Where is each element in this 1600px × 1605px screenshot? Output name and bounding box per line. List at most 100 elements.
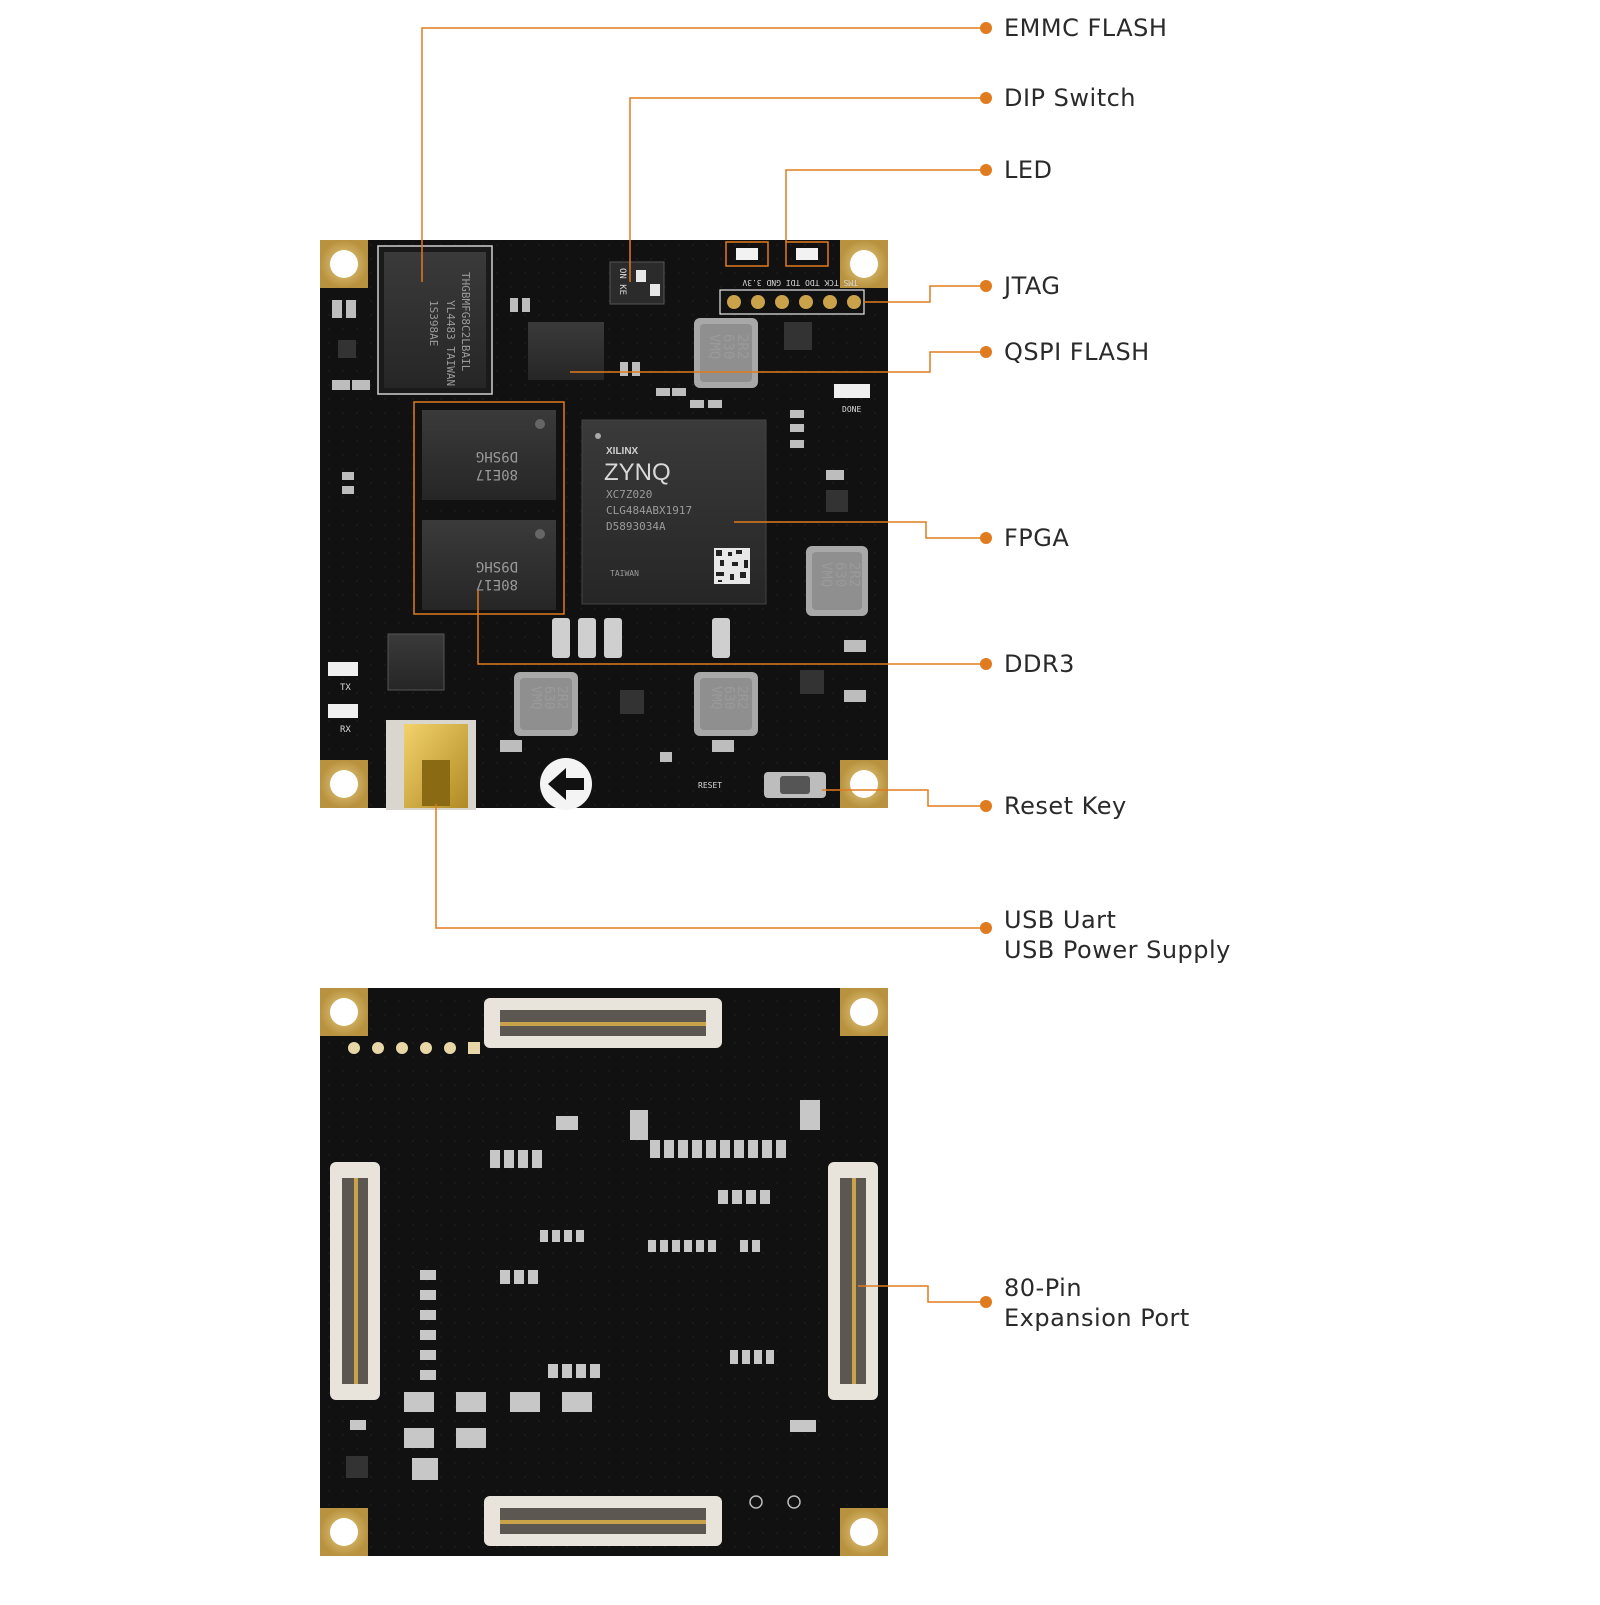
reset-silk: RESET (698, 781, 722, 790)
ind-bl-1: 2R2 (554, 686, 569, 709)
emmc-text-3: 1S398AE (427, 300, 440, 346)
emmc-text-2: YL4483 TAIWAN (444, 300, 457, 386)
expansion-connector-right (828, 1162, 878, 1400)
expansion-connector-left (330, 1162, 380, 1400)
jtag-header: TMS TCK TDO TDI GND 3.3V (719, 278, 865, 315)
label-fpga: FPGA (1004, 524, 1069, 552)
fpga-chip: XILINX ZYNQ XC7Z020 CLG484ABX1917 D58930… (581, 419, 767, 605)
dip-silk: ON KE (617, 268, 627, 295)
ind-bl-3: VMQ (528, 686, 543, 710)
led-pair (725, 241, 829, 267)
callout-dots (980, 22, 992, 1308)
usb-dot (980, 922, 992, 934)
qspi-chip (528, 322, 604, 380)
label-usb-power: USB Power Supply (1004, 936, 1231, 964)
label-reset-key: Reset Key (1004, 792, 1127, 820)
dip-dot (980, 92, 992, 104)
inductor-right: 2R2 630 VMQ (806, 546, 868, 616)
inductor-bottom-right: 2R2 630 VMQ (694, 672, 758, 736)
emmc-dot (980, 22, 992, 34)
usb-line (435, 804, 984, 929)
ind-right-2: 630 (832, 562, 848, 587)
ddr3-chip-2: D9SHG 80E17 (422, 520, 556, 610)
led-line (785, 169, 984, 242)
jtag-silk: TMS TCK TDO TDI GND 3.3V (742, 278, 858, 287)
expansion-connector-top (484, 998, 722, 1048)
ind-top-2: 630 (720, 334, 736, 359)
expansion-dot (980, 1296, 992, 1308)
emmc-text-1: THGBMFG8C2LBAIL (459, 272, 472, 372)
bottom-vias (749, 1495, 801, 1509)
ind-top-1: 2R2 (734, 334, 750, 359)
label-expansion-port: Expansion Port (1004, 1304, 1190, 1332)
fpga-code: D5893034A (606, 520, 666, 533)
jtag-line (864, 285, 984, 303)
qspi-dot (980, 346, 992, 358)
dip-line (629, 97, 984, 282)
fpga-dot (980, 532, 992, 544)
callout-labels: EMMC FLASH DIP Switch LED JTAG QSPI FLAS… (1002, 14, 1231, 1332)
label-ddr3: DDR3 (1004, 650, 1075, 678)
fpga-brand: XILINX (606, 446, 639, 457)
mini-usb-connector (386, 720, 476, 810)
jtag-dot (980, 280, 992, 292)
label-qspi: QSPI FLASH (1004, 338, 1150, 366)
label-dip-switch: DIP Switch (1004, 84, 1136, 112)
label-usb-uart: USB Uart (1004, 906, 1116, 934)
ind-br-3: VMQ (708, 686, 723, 710)
inductor-bottom-left: 2R2 630 VMQ (514, 672, 578, 736)
ind-br-1: 2R2 (734, 686, 749, 709)
top-smd-components (332, 298, 866, 762)
label-jtag: JTAG (1002, 272, 1060, 300)
reset-key: RESET (698, 772, 826, 798)
ind-right-1: 2R2 (846, 562, 862, 587)
dip-switch: ON KE (609, 261, 665, 305)
fpga-package: CLG484ABX1917 (606, 504, 692, 517)
mounting-holes-top (320, 240, 888, 808)
fpga-line (734, 521, 984, 539)
ddr3-line (477, 590, 984, 665)
reset-line (822, 789, 984, 807)
ddr2-text-1: D9SHG (476, 558, 518, 574)
usb-uart-chip (387, 633, 445, 691)
inductor-top: 2R2 630 VMQ (694, 318, 758, 388)
reset-dot (980, 800, 992, 812)
expansion-connector-bottom (484, 1496, 722, 1546)
ddr3-dot (980, 658, 992, 670)
done-led: DONE (834, 384, 870, 414)
tx-silk: TX (340, 683, 351, 693)
fpga-origin: TAIWAN (610, 569, 639, 578)
label-led: LED (1004, 156, 1053, 184)
emmc-chip: THGBMFG8C2LBAIL YL4483 TAIWAN 1S398AE (377, 245, 493, 395)
done-silk: DONE (842, 405, 861, 414)
top-board: THGBMFG8C2LBAIL YL4483 TAIWAN 1S398AE ON… (320, 240, 888, 810)
ddr3-outline (413, 401, 565, 615)
pad-row (348, 1042, 480, 1054)
ddr1-text-1: D9SHG (476, 448, 518, 464)
label-emmc: EMMC FLASH (1004, 14, 1167, 42)
callout-lines (421, 27, 984, 1303)
fpga-family: ZYNQ (604, 459, 671, 486)
led-dot (980, 164, 992, 176)
ind-top-3: VMQ (706, 334, 722, 359)
rx-silk: RX (340, 725, 351, 735)
expansion-line (858, 1285, 984, 1303)
capacitor-row (552, 618, 730, 658)
bottom-pcb (320, 988, 888, 1556)
emmc-line (421, 27, 984, 282)
ddr3-chip-1: D9SHG 80E17 (422, 410, 556, 500)
qspi-line (570, 351, 984, 373)
ddr1-text-2: 80E17 (476, 466, 518, 482)
ind-br-2: 630 (721, 686, 736, 709)
fpga-part: XC7Z020 (606, 488, 652, 501)
label-80-pin: 80-Pin (1004, 1274, 1082, 1302)
bottom-smd-components (346, 1100, 820, 1480)
mounting-holes-bottom (320, 988, 888, 1556)
tx-rx-leds: TX RX (328, 662, 358, 735)
ind-bl-2: 630 (541, 686, 556, 709)
ddr2-text-2: 80E17 (476, 576, 518, 592)
ind-right-3: VMQ (818, 562, 834, 587)
bottom-board (320, 988, 888, 1556)
